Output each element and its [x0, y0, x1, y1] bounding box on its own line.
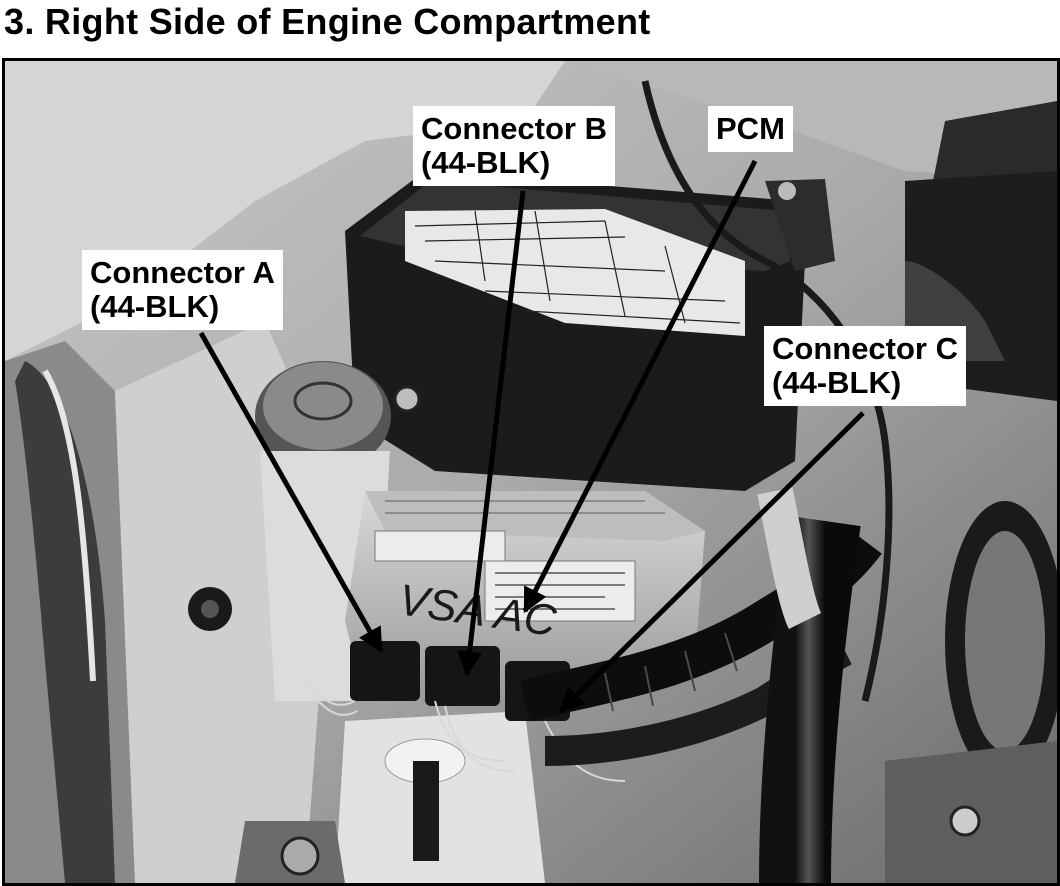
connector-b-label: Connector B: [421, 111, 607, 146]
callout-arrows: [198, 159, 865, 713]
arrow-connector-b: [457, 190, 526, 677]
callout-connector-b: Connector B (44-BLK): [413, 106, 615, 186]
arrow-pcm: [522, 159, 758, 614]
callout-connector-c: Connector C (44-BLK): [764, 326, 966, 406]
connector-c-label: Connector C: [772, 331, 958, 366]
page-title: 3. Right Side of Engine Compartment: [4, 1, 651, 42]
pcm-label: PCM: [716, 111, 785, 146]
connector-c-code: (44-BLK): [772, 365, 902, 400]
arrow-connector-a: [198, 331, 384, 654]
connector-a-label: Connector A: [90, 255, 275, 290]
connector-b-code: (44-BLK): [421, 145, 551, 180]
engine-photo-frame: VSA AC: [2, 58, 1060, 886]
callout-connector-a: Connector A (44-BLK): [82, 250, 283, 330]
connector-a-code: (44-BLK): [90, 289, 220, 324]
callout-pcm: PCM: [708, 106, 793, 152]
arrow-connector-c: [559, 411, 865, 713]
engine-compartment-photo: VSA AC: [5, 61, 1057, 883]
